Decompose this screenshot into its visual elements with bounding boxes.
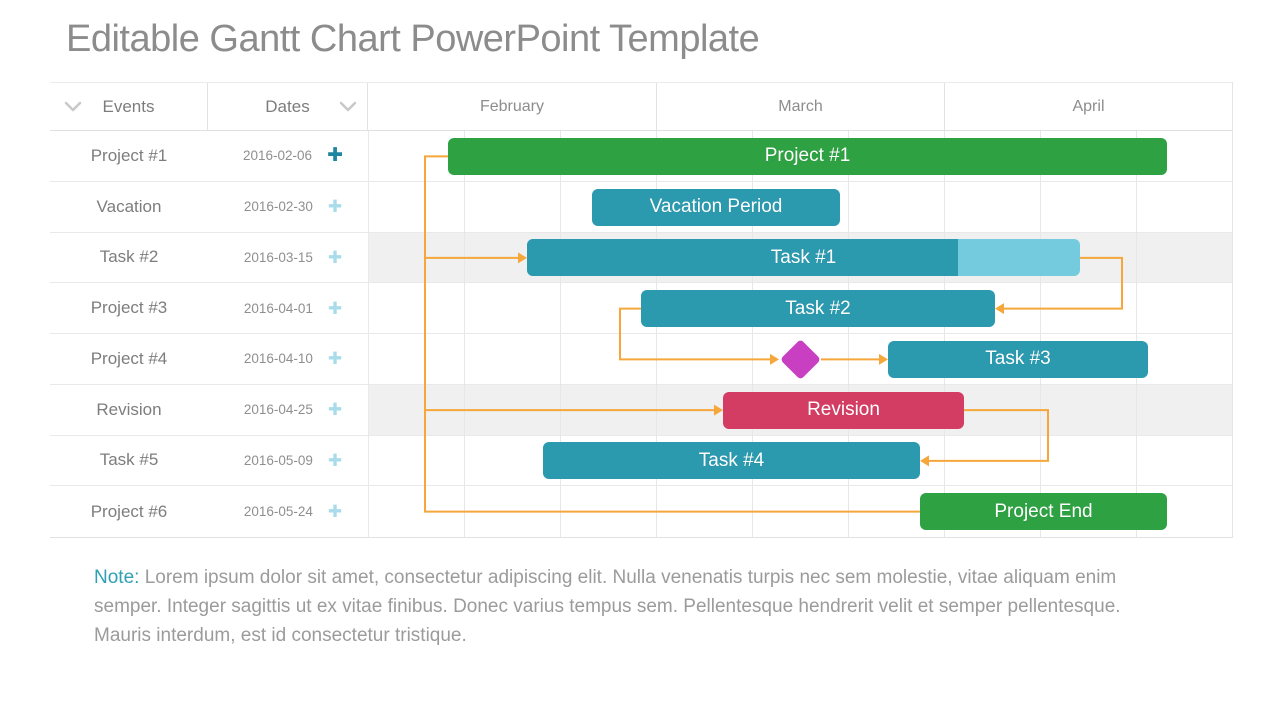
plus-icon[interactable]: ✚: [327, 197, 343, 217]
month-header: February: [479, 97, 545, 115]
table-row: Project #6 2016-05-24 ✚: [50, 486, 1232, 537]
event-name: Project #4: [90, 348, 168, 368]
bar-label: Project #1: [764, 145, 851, 167]
page-title: Editable Gantt Chart PowerPoint Template: [66, 18, 760, 60]
gantt-bar[interactable]: Task #3: [888, 340, 1148, 378]
date-cell: 2016-04-25 ✚: [208, 385, 368, 435]
date-value: 2016-03-15: [243, 249, 313, 265]
event-name: Project #6: [90, 501, 168, 521]
events-header: Events: [50, 83, 208, 130]
chart-row-background: [368, 486, 1232, 537]
chart-row-background: [368, 131, 1232, 181]
note-label: Note:: [94, 567, 140, 588]
bar-progress: [527, 239, 958, 277]
events-header-label: Events: [102, 96, 155, 116]
gantt-bar[interactable]: Task #4: [543, 442, 920, 480]
table-row: Revision 2016-04-25 ✚: [50, 384, 1232, 436]
chevron-down-icon[interactable]: [64, 100, 82, 114]
plus-icon[interactable]: ✚: [327, 145, 343, 167]
plus-icon[interactable]: ✚: [327, 247, 343, 267]
month-header: March: [656, 83, 944, 130]
note: Note: Lorem ipsum dolor sit amet, consec…: [94, 563, 1144, 650]
chart-row-background: [368, 435, 1232, 486]
bar-label: Task #3: [985, 348, 1051, 370]
table-body: Project #1 2016-02-06 ✚ Vacation 2016-02-30 ✚…: [50, 131, 1232, 537]
event-name: Task #2: [99, 247, 159, 267]
month-header: April: [944, 83, 1232, 130]
plus-icon[interactable]: ✚: [327, 450, 343, 470]
bar-label: Task #2: [785, 297, 851, 319]
date-cell: 2016-04-10 ✚: [208, 334, 368, 384]
date-cell: 2016-04-01 ✚: [208, 283, 368, 333]
chevron-down-icon[interactable]: [339, 100, 357, 114]
gantt-bar[interactable]: Revision: [723, 391, 964, 429]
event-name: Task #5: [99, 450, 159, 470]
event-name: Project #1: [90, 145, 168, 165]
event-name: Project #3: [90, 298, 168, 318]
bar-label: Revision: [807, 399, 880, 421]
bar-label: Task #4: [698, 449, 765, 471]
date-value: 2016-04-10: [243, 351, 313, 367]
date-cell: 2016-05-24 ✚: [208, 486, 368, 537]
plus-icon[interactable]: ✚: [327, 400, 343, 420]
plus-icon[interactable]: ✚: [327, 502, 343, 522]
dates-header-label: Dates: [265, 96, 310, 116]
date-value: 2016-05-24: [243, 504, 313, 520]
plus-icon[interactable]: ✚: [327, 298, 343, 318]
chart-row-background: [368, 283, 1232, 333]
bar-label: Task #1: [770, 246, 837, 268]
date-value: 2016-04-01: [243, 300, 313, 316]
gantt-bar[interactable]: Task #1: [527, 239, 1080, 277]
gantt-bar[interactable]: Project End: [920, 493, 1167, 531]
date-value: 2016-02-06: [243, 148, 313, 164]
gantt-bar[interactable]: Task #2: [641, 290, 995, 328]
event-name: Revision: [96, 399, 162, 419]
chart-row-background: [368, 334, 1232, 384]
dates-header: Dates: [208, 83, 368, 130]
date-cell: 2016-02-06 ✚: [208, 131, 368, 181]
date-cell: 2016-02-30 ✚: [208, 182, 368, 232]
event-name: Vacation: [96, 196, 162, 216]
bar-label: Vacation Period: [649, 196, 783, 218]
note-text: Lorem ipsum dolor sit amet, consectetur …: [94, 567, 1121, 646]
date-value: 2016-05-09: [243, 452, 313, 468]
chart-row-background: [368, 181, 1232, 232]
gantt-bar[interactable]: Project #1: [448, 137, 1167, 175]
date-value: 2016-04-25: [243, 402, 313, 418]
date-cell: 2016-05-09 ✚: [208, 436, 368, 486]
date-value: 2016-02-30: [243, 199, 313, 215]
gantt-bar[interactable]: Vacation Period: [592, 188, 840, 226]
date-cell: 2016-03-15 ✚: [208, 233, 368, 283]
bar-label: Project End: [994, 500, 1093, 522]
plus-icon[interactable]: ✚: [327, 349, 343, 369]
